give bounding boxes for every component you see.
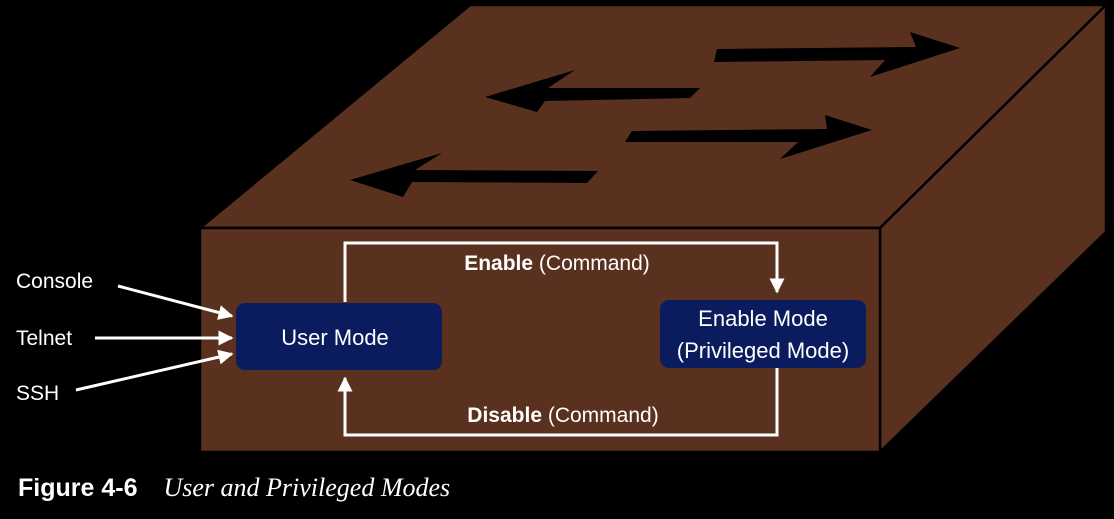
traffic-arrow-right-2 bbox=[625, 115, 872, 159]
enable-command-keyword: Enable bbox=[464, 252, 533, 275]
user-mode-node: User Mode bbox=[236, 303, 442, 370]
disable-transition-line bbox=[337, 368, 779, 437]
traffic-arrows bbox=[350, 32, 960, 197]
traffic-arrow-left-2 bbox=[350, 153, 598, 197]
enable-command-suffix: (Command) bbox=[533, 252, 650, 275]
input-labels: Console Telnet SSH bbox=[16, 270, 93, 405]
user-mode-box bbox=[236, 303, 442, 370]
figure-number: Figure 4-6 bbox=[18, 474, 138, 502]
enable-command-label: Enable (Command) bbox=[464, 252, 650, 275]
mode-transition-lines bbox=[337, 241, 785, 437]
telnet-label: Telnet bbox=[16, 327, 72, 350]
privileged-mode-label: (Privileged Mode) bbox=[677, 338, 849, 363]
disable-command-label: Disable (Command) bbox=[467, 404, 658, 427]
console-arrow bbox=[117, 284, 234, 320]
enable-mode-box bbox=[660, 300, 866, 368]
figure-title: User and Privileged Modes bbox=[163, 473, 451, 502]
input-arrows bbox=[75, 284, 234, 392]
ssh-label: SSH bbox=[16, 382, 59, 405]
traffic-arrow-right-1 bbox=[714, 32, 960, 77]
disable-command-keyword: Disable bbox=[467, 404, 542, 427]
switch-box bbox=[196, 2, 1110, 455]
enable-mode-label: Enable Mode bbox=[698, 306, 828, 331]
disable-command-suffix: (Command) bbox=[542, 404, 659, 427]
user-mode-label: User Mode bbox=[281, 325, 389, 350]
figure-caption: Figure 4-6 User and Privileged Modes bbox=[18, 473, 450, 513]
console-label: Console bbox=[16, 270, 93, 293]
ssh-arrow bbox=[75, 349, 234, 392]
enable-transition-line bbox=[343, 241, 785, 302]
traffic-arrow-left-1 bbox=[485, 70, 700, 112]
enable-mode-node: Enable Mode (Privileged Mode) bbox=[660, 300, 866, 368]
